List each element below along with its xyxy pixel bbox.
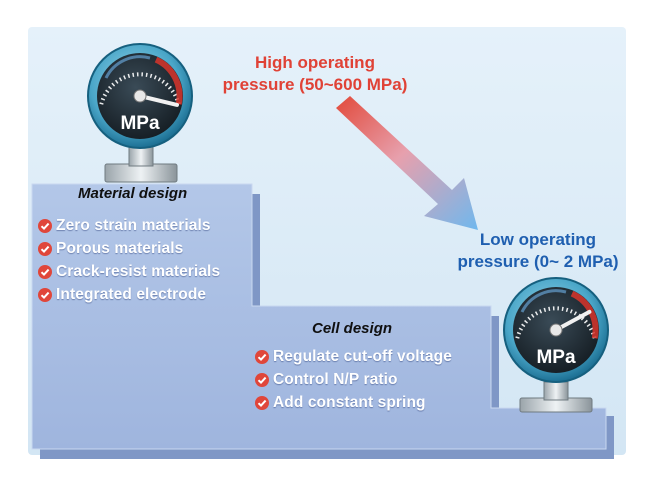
check-circle-icon <box>255 349 269 364</box>
check-circle-icon <box>255 395 269 410</box>
list-item: Regulate cut-off voltage <box>255 345 452 368</box>
material-design-list: Zero strain materials Porous materials C… <box>38 214 220 306</box>
list-item: Porous materials <box>38 237 220 260</box>
list-item-label: Porous materials <box>56 239 184 257</box>
high-pressure-line1: High operating <box>255 53 375 72</box>
low-gauge-unit: MPa <box>536 347 576 368</box>
list-item: Add constant spring <box>255 391 452 414</box>
low-pressure-gauge: MPa <box>503 277 609 413</box>
low-pressure-line2: pressure (0~ 2 MPa) <box>457 252 619 271</box>
high-gauge-unit: MPa <box>120 113 160 134</box>
list-item: Integrated electrode <box>38 283 220 306</box>
low-pressure-line1: Low operating <box>479 230 597 249</box>
list-item: Control N/P ratio <box>255 368 452 391</box>
list-item-label: Zero strain materials <box>56 216 211 234</box>
material-design-title: Material design <box>78 185 188 202</box>
list-item-label: Regulate cut-off voltage <box>273 347 452 365</box>
list-item: Zero strain materials <box>38 214 220 237</box>
list-item-label: Crack-resist materials <box>56 262 221 280</box>
list-item-label: Integrated electrode <box>56 285 207 303</box>
step-platform <box>31 183 607 450</box>
list-item-label: Control N/P ratio <box>273 370 398 388</box>
high-pressure-label: High operating pressure (50~600 MPa) <box>205 52 425 96</box>
check-circle-icon <box>38 241 52 256</box>
check-circle-icon <box>38 264 52 279</box>
list-item-label: Add constant spring <box>273 393 426 411</box>
check-circle-icon <box>38 287 52 302</box>
high-pressure-gauge: MPa <box>87 43 193 183</box>
cell-design-list: Regulate cut-off voltage Control N/P rat… <box>255 345 452 414</box>
pressure-drop-arrow <box>336 96 478 230</box>
low-pressure-label: Low operating pressure (0~ 2 MPa) <box>448 229 628 273</box>
high-pressure-line2: pressure (50~600 MPa) <box>222 75 408 94</box>
cell-design-title: Cell design <box>312 320 393 337</box>
list-item: Crack-resist materials <box>38 260 220 283</box>
check-circle-icon <box>255 372 269 387</box>
check-circle-icon <box>38 218 52 233</box>
